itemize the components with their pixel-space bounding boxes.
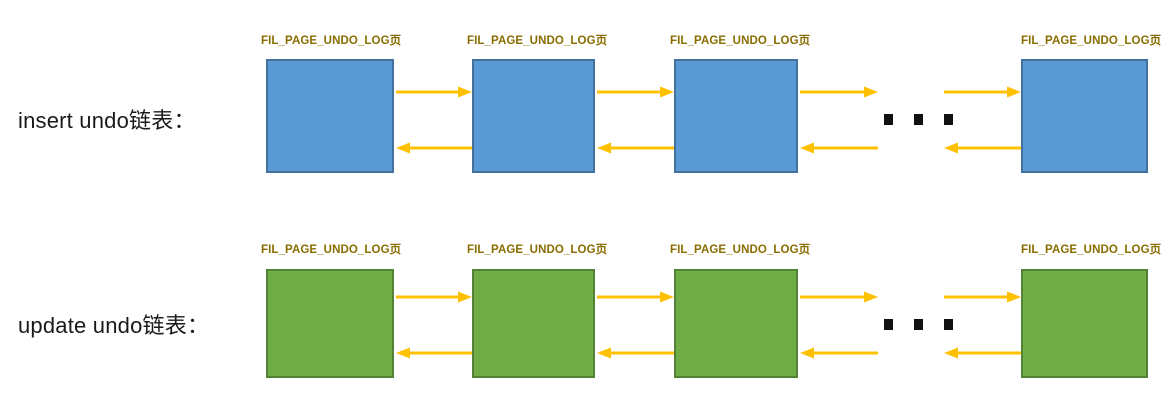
prev-pointer-arrow-update-4 <box>944 347 1021 359</box>
undo-page-box-insert-1[interactable] <box>266 59 394 173</box>
page-caption-insert-2: FIL_PAGE_UNDO_LOG页 <box>467 35 608 47</box>
undo-page-box-update-4[interactable] <box>1021 269 1148 378</box>
page-caption-update-1: FIL_PAGE_UNDO_LOG页 <box>261 244 402 256</box>
page-caption-insert-3: FIL_PAGE_UNDO_LOG页 <box>670 35 811 47</box>
ellipsis-dot <box>944 319 953 330</box>
row-label-update-undo: update undo链表： <box>18 313 210 338</box>
prev-pointer-arrow-insert-1 <box>396 142 472 154</box>
ellipsis-dot <box>884 319 893 330</box>
ellipsis-dots-update <box>884 319 953 330</box>
page-caption-update-3: FIL_PAGE_UNDO_LOG页 <box>670 244 811 256</box>
undo-page-box-update-2[interactable] <box>472 269 595 378</box>
page-caption-insert-4: FIL_PAGE_UNDO_LOG页 <box>1021 35 1162 47</box>
page-caption-update-4: FIL_PAGE_UNDO_LOG页 <box>1021 244 1162 256</box>
undo-page-box-update-1[interactable] <box>266 269 394 378</box>
row-label-insert-undo: insert undo链表： <box>18 108 196 133</box>
prev-pointer-arrow-update-3 <box>800 347 878 359</box>
ellipsis-dot <box>944 114 953 125</box>
undo-page-box-insert-4[interactable] <box>1021 59 1148 173</box>
prev-pointer-arrow-update-2 <box>597 347 674 359</box>
prev-pointer-arrow-update-1 <box>396 347 472 359</box>
ellipsis-dot <box>884 114 893 125</box>
next-pointer-arrow-update-2 <box>597 291 674 303</box>
undo-page-box-update-3[interactable] <box>674 269 798 378</box>
next-pointer-arrow-update-3 <box>800 291 878 303</box>
ellipsis-dot <box>914 319 923 330</box>
next-pointer-arrow-update-1 <box>396 291 472 303</box>
ellipsis-dots-insert <box>884 114 953 125</box>
ellipsis-dot <box>914 114 923 125</box>
page-caption-update-2: FIL_PAGE_UNDO_LOG页 <box>467 244 608 256</box>
undo-page-box-insert-2[interactable] <box>472 59 595 173</box>
next-pointer-arrow-insert-4 <box>944 86 1021 98</box>
next-pointer-arrow-update-4 <box>944 291 1021 303</box>
next-pointer-arrow-insert-2 <box>597 86 674 98</box>
prev-pointer-arrow-insert-2 <box>597 142 674 154</box>
undo-page-box-insert-3[interactable] <box>674 59 798 173</box>
prev-pointer-arrow-insert-3 <box>800 142 878 154</box>
page-caption-insert-1: FIL_PAGE_UNDO_LOG页 <box>261 35 402 47</box>
next-pointer-arrow-insert-3 <box>800 86 878 98</box>
next-pointer-arrow-insert-1 <box>396 86 472 98</box>
prev-pointer-arrow-insert-4 <box>944 142 1021 154</box>
